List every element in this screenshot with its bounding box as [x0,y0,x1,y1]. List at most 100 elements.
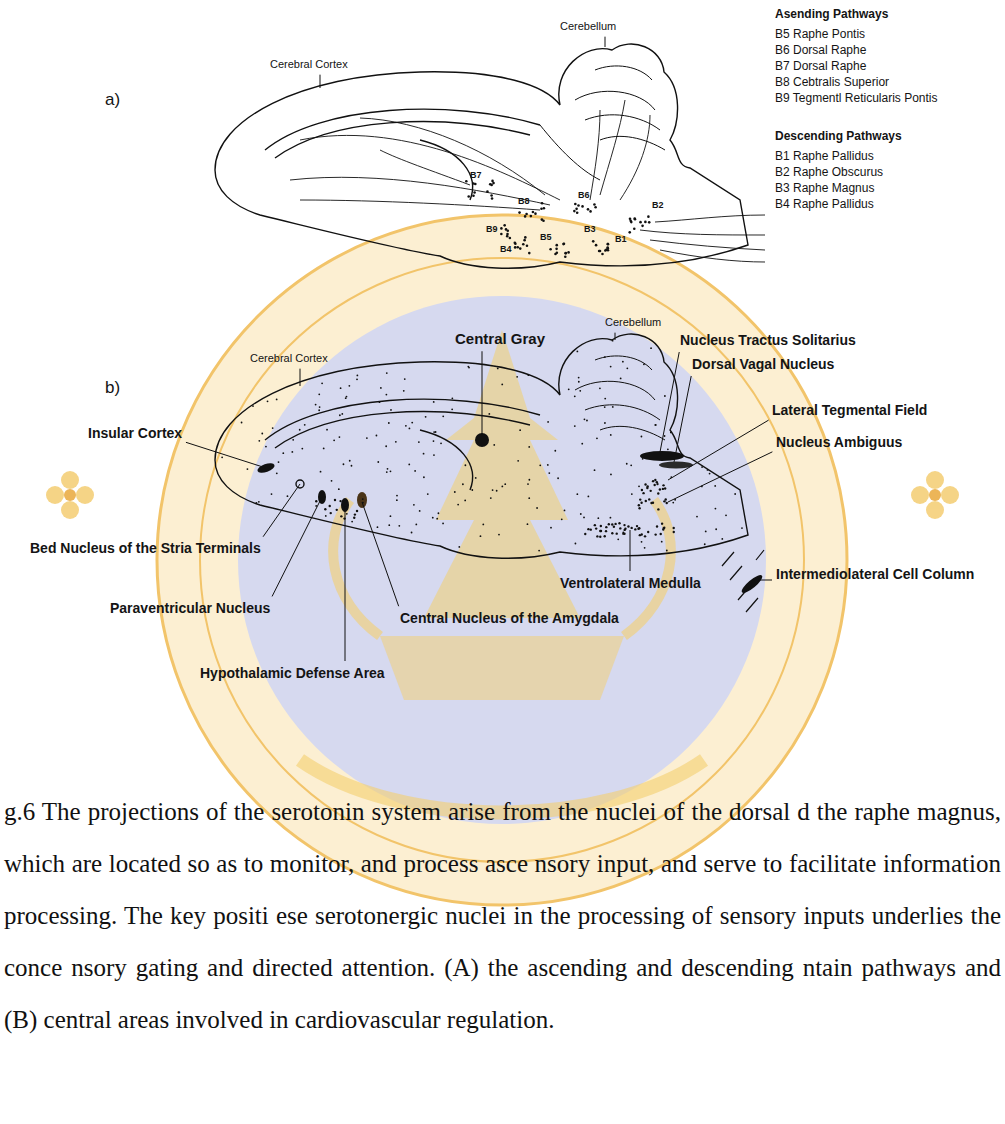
stipple-dot [349,460,351,462]
stipple-dot [380,387,382,389]
stipple-dot [516,376,518,378]
stipple-dot [454,491,456,493]
stipple-dot [353,517,355,519]
stipple-dot [319,406,321,408]
legend-entry: B5 Raphe Pontis [775,28,865,42]
stipple-dot [672,502,674,504]
stipple-dot [654,533,656,535]
stipple-dot [644,221,647,224]
stipple-dot [653,484,655,486]
stipple-dot [626,463,628,465]
stipple-dot [497,368,499,370]
stipple-dot [604,398,606,400]
stipple-dot [587,528,589,530]
stipple-dot [634,528,636,530]
leader-line [272,497,322,596]
stipple-dot [291,451,293,453]
stipple-dot [594,206,597,209]
nucleus-group-label: B9 [486,224,498,234]
stipple-dot [340,387,342,389]
stipple-dot [405,425,407,427]
stipple-dot [435,431,437,433]
stipple-dot [548,472,550,474]
stipple-dot [725,514,727,516]
legend-heading: Asending Pathways [775,8,888,22]
stipple-dot [709,473,711,475]
stipple-dot [526,244,529,247]
stipple-dot [326,429,328,431]
stipple-dot [576,493,578,495]
stipple-dot [641,225,644,228]
stipple-dot [356,378,358,380]
stipple-dot [549,248,552,251]
stipple-dot [643,363,645,365]
stipple-dot [516,246,519,249]
stipple-dot [660,533,662,535]
stipple-dot [514,246,517,249]
stipple-dot [659,488,661,490]
stipple-dot [645,500,647,502]
stipple-dot [500,233,503,236]
stipple-dot [539,464,541,466]
stipple-dot [451,397,453,399]
stipple-dot [705,531,707,533]
stipple-dot [528,252,531,255]
leader-line [668,452,772,502]
stipple-dot [654,424,656,426]
structure-label: Dorsal Vagal Nucleus [692,356,834,372]
stipple-dot [532,211,535,214]
stipple-dot [398,525,400,527]
stipple-dot [554,450,556,452]
stipple-dot [575,543,577,545]
legend-entry: B3 Raphe Magnus [775,182,874,196]
stipple-dot [638,485,640,487]
stipple-dot [598,250,601,253]
stipple-dot [634,218,637,221]
leader-line [263,484,300,537]
stipple-dot [666,550,668,552]
stipple-dot [600,525,602,527]
stipple-dot [377,526,379,528]
stipple-dot [630,464,632,466]
stipple-dot [331,480,333,482]
stipple-dot [626,367,628,369]
leader-line [345,508,346,661]
stipple-dot [584,418,586,420]
stipple-dot [351,521,353,523]
stipple-dot [340,515,342,517]
stipple-dot [639,221,642,224]
stipple-dot [611,532,613,534]
leader-line [630,530,631,571]
structure-label: Intermediolateral Cell Column [776,566,974,582]
stipple-dot [491,180,494,183]
stipple-dot [644,547,646,549]
stipple-dot [488,413,490,415]
hippocampus [420,430,473,490]
stipple-dot [641,436,643,438]
hippocampus [420,140,473,200]
stipple-dot [714,485,716,487]
stipple-dot [646,487,648,489]
nucleus-group-label: B4 [500,244,512,254]
stipple-dot [624,528,626,530]
stipple-dot [247,468,249,470]
stipple-dot [491,197,494,200]
stipple-dot [345,397,347,399]
stipple-dot [475,477,477,479]
nuclei-b [256,433,764,595]
stipple-dot [396,495,398,497]
structure-label: Ventrolateral Medulla [560,575,701,591]
stipple-dot [612,340,614,342]
stipple-dot [550,527,552,529]
stipple-dot [615,532,617,534]
stipple-dot [540,207,543,210]
stipple-dot [596,535,598,537]
cerebellar-folia [575,66,665,150]
stipple-dot [576,211,579,214]
stipple-dot [301,448,303,450]
stipple-dot [480,535,482,537]
stipple-dot [623,524,625,526]
stipple-dot [657,508,659,510]
stipple-dot [500,227,503,230]
stipple-dot [536,507,538,509]
